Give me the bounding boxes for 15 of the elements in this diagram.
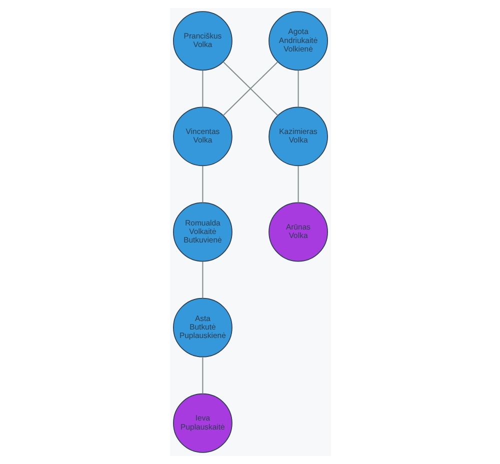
connector — [297, 166, 298, 203]
connector — [202, 357, 203, 394]
connector — [297, 70, 298, 108]
connector — [202, 70, 203, 108]
node-circle: Ieva Puplauskaitė — [172, 393, 232, 453]
connector — [202, 166, 203, 203]
node-circle: Romualda Volkaitė Butkuvienė — [172, 202, 232, 262]
node-circle: Vincentas Volka — [172, 106, 232, 166]
node-circle: Kazimieras Volka — [268, 106, 328, 166]
node-circle: Pranciškus Volka — [172, 11, 232, 71]
node-circle: Asta Butkutė Puplauskienė — [172, 298, 232, 358]
node-circle: Agota Andriukaitė Volkienė — [268, 11, 328, 71]
connector — [202, 262, 203, 298]
node-circle: Arūnas Volka — [268, 202, 328, 262]
connector — [222, 61, 278, 116]
